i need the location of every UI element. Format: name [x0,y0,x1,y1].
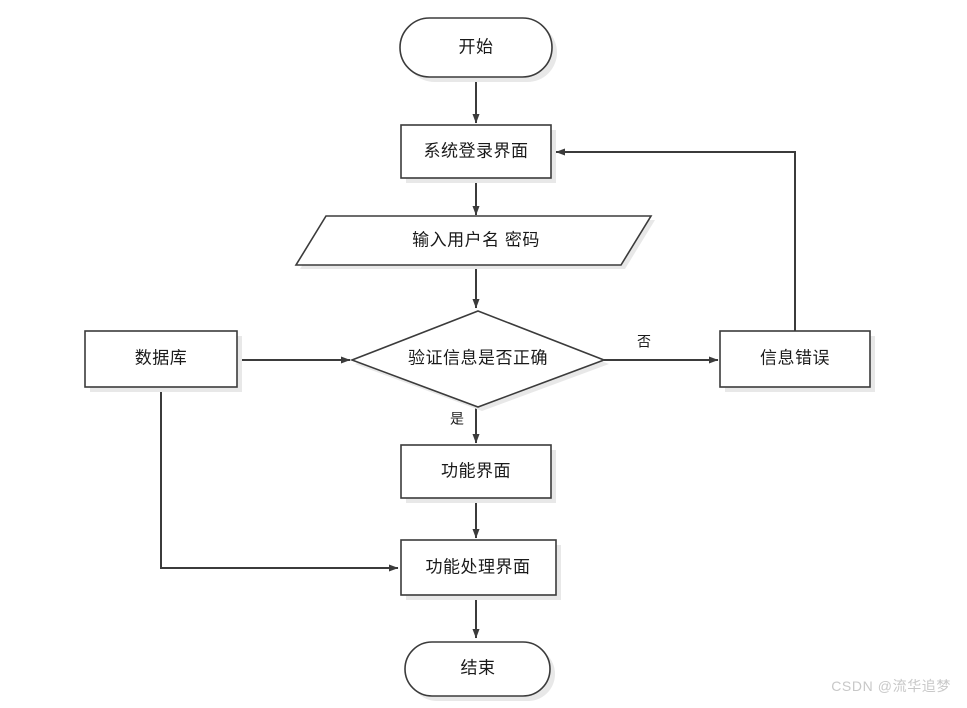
node-login-label: 系统登录界面 [424,141,529,160]
node-login[interactable]: 系统登录界面 [400,124,556,183]
node-login-shape [400,124,552,179]
edge-label-no: 否 [637,334,651,350]
node-start[interactable]: 开始 [399,17,557,82]
edge-error-to-login [555,148,796,331]
node-verify-shape [349,310,607,408]
edge-label-yes: 是 [450,411,464,427]
node-handle[interactable]: 功能处理界面 [400,539,561,600]
node-database-shape [84,330,238,388]
node-end[interactable]: 结束 [404,641,555,701]
node-handle-label: 功能处理界面 [426,557,531,576]
node-function[interactable]: 功能界面 [400,444,556,503]
node-error-shape [719,330,871,388]
node-end-shape [404,641,551,697]
node-database[interactable]: 数据库 [84,330,242,392]
node-input[interactable]: 输入用户名 密码 [294,215,655,269]
node-function-label: 功能界面 [441,461,511,480]
node-error-label: 信息错误 [760,348,830,367]
node-verify[interactable]: 验证信息是否正确 [349,310,609,411]
node-start-shape [399,17,553,78]
node-input-shape [294,215,653,266]
node-start-label: 开始 [459,37,494,56]
edge-database-to-handle [160,391,399,572]
node-verify-label: 验证信息是否正确 [408,348,548,367]
node-end-label: 结束 [461,658,496,677]
node-input-label: 输入用户名 密码 [412,230,540,249]
node-function-shape [400,444,552,499]
csdn-watermark: CSDN @流华追梦 [831,678,951,694]
node-error[interactable]: 信息错误 [719,330,875,392]
node-handle-shape [400,539,557,596]
node-database-label: 数据库 [135,348,188,367]
connectors [160,77,796,639]
